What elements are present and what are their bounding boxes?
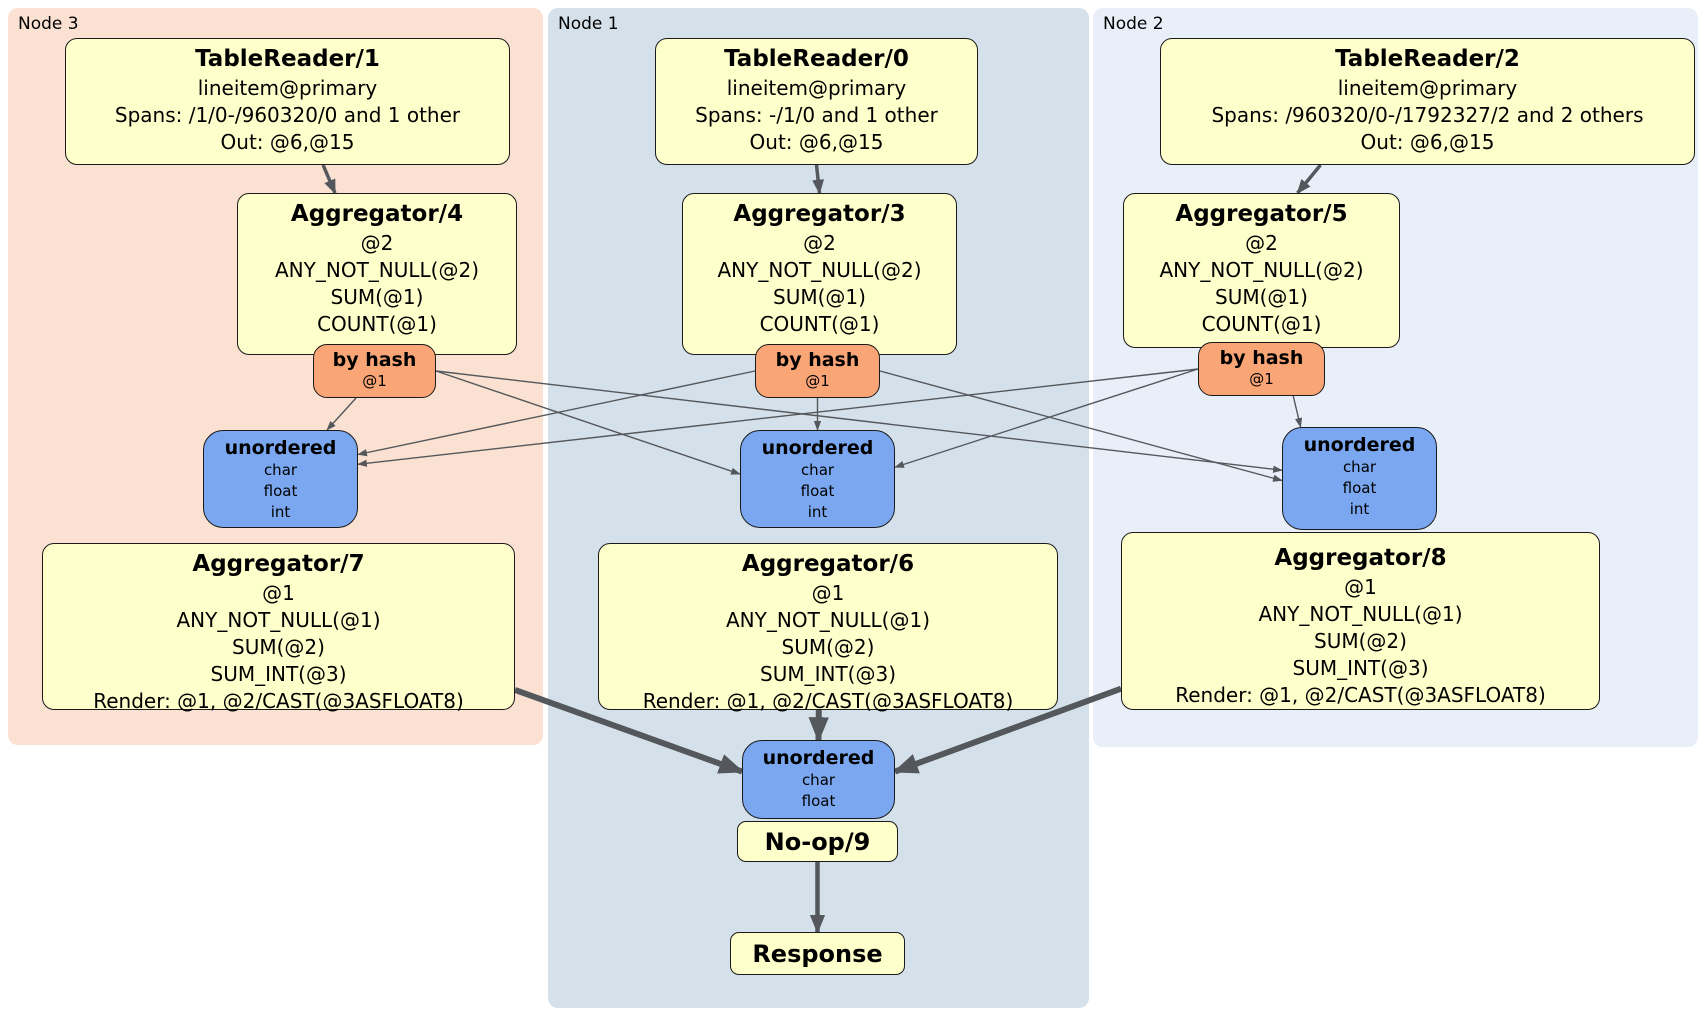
router-by-hash-3: by hash @1 (755, 344, 880, 398)
sync-column-type: float (800, 482, 835, 500)
processor-detail-line: ANY_NOT_NULL(@1) (726, 608, 930, 632)
processor-detail-line: COUNT(@1) (317, 312, 437, 336)
processor-detail-line: Spans: -/1/0 and 1 other (695, 103, 938, 127)
processor-title: TableReader/1 (195, 46, 380, 72)
sync-title: unordered (762, 747, 875, 769)
processor-detail-line: lineitem@primary (726, 76, 907, 100)
processor-title: TableReader/0 (724, 46, 909, 72)
sync-unordered-8: unordered char float int (1282, 427, 1437, 530)
sync-column-type: int (1349, 500, 1370, 518)
sync-unordered-7: unordered char float int (203, 430, 358, 528)
processor-detail-line: Render: @1, @2/CAST(@3ASFLOAT8) (642, 689, 1014, 713)
sync-unordered-final: unordered char float (742, 740, 895, 819)
processor-aggregator-6: Aggregator/6 @1 ANY_NOT_NULL(@1) SUM(@2)… (598, 543, 1058, 713)
processor-detail-line: ANY_NOT_NULL(@2) (717, 258, 922, 282)
processor-detail-line: SUM(@2) (1314, 629, 1407, 653)
processor-detail-line: ANY_NOT_NULL(@2) (1159, 258, 1364, 282)
processor-aggregator-7: Aggregator/7 @1 ANY_NOT_NULL(@1) SUM(@2)… (42, 543, 515, 713)
processor-detail-line: SUM(@1) (773, 285, 866, 309)
processor-detail-line: Out: @6,@15 (220, 130, 355, 154)
processor-title: TableReader/2 (1335, 46, 1520, 72)
node-group-label: Node 1 (558, 14, 619, 34)
processor-detail-line: Spans: /960320/0-/1792327/2 and 2 others (1211, 103, 1644, 127)
router-by-hash-5: by hash @1 (1198, 342, 1325, 396)
processor-detail-line: Render: @1, @2/CAST(@3ASFLOAT8) (1175, 683, 1546, 707)
processor-detail-line: @2 (360, 231, 394, 255)
processor-detail-line: Render: @1, @2/CAST(@3ASFLOAT8) (93, 689, 464, 713)
processor-detail-line: SUM_INT(@3) (1292, 656, 1429, 680)
processor-detail-line: Spans: /1/0-/960320/0 and 1 other (114, 103, 461, 127)
sync-title: unordered (761, 437, 874, 459)
processor-title: Aggregator/4 (290, 201, 464, 227)
processor-detail-line: COUNT(@1) (1201, 312, 1322, 336)
processor-detail-line: SUM_INT(@3) (210, 662, 347, 686)
processor-tablereader-2: TableReader/2 lineitem@primary Spans: /9… (1160, 38, 1695, 165)
sync-column-type: int (270, 503, 291, 521)
processor-title: Aggregator/6 (741, 551, 915, 577)
processor-title: Aggregator/8 (1274, 545, 1447, 571)
processor-detail-line: lineitem@primary (197, 76, 378, 100)
processor-tablereader-1: TableReader/1 lineitem@primary Spans: /1… (65, 38, 510, 165)
sync-title: unordered (224, 437, 337, 459)
processor-detail-line: SUM_INT(@3) (760, 662, 896, 686)
sync-column-type: int (807, 503, 828, 521)
router-key: @1 (805, 372, 830, 390)
processor-detail-line: Out: @6,@15 (1360, 130, 1495, 154)
processor-title: Aggregator/3 (733, 201, 906, 227)
processor-detail-line: SUM(@1) (330, 285, 424, 309)
router-key: @1 (362, 372, 387, 390)
processor-title: Response (752, 939, 883, 968)
processor-detail-line: @1 (1344, 575, 1377, 599)
processor-detail-line: Out: @6,@15 (749, 130, 884, 154)
processor-aggregator-3: Aggregator/3 @2 ANY_NOT_NULL(@2) SUM(@1)… (682, 193, 957, 355)
processor-response: Response (730, 932, 905, 975)
node-group-label: Node 2 (1103, 14, 1164, 34)
processor-detail-line: lineitem@primary (1337, 76, 1518, 100)
processor-aggregator-5: Aggregator/5 @2 ANY_NOT_NULL(@2) SUM(@1)… (1123, 193, 1400, 348)
router-title: by hash (1219, 347, 1304, 369)
sync-column-type: char (800, 461, 835, 479)
router-key: @1 (1249, 370, 1274, 388)
processor-detail-line: SUM(@1) (1215, 285, 1308, 309)
processor-detail-line: COUNT(@1) (759, 312, 880, 336)
router-by-hash-4: by hash @1 (313, 344, 436, 398)
processor-title: No-op/9 (764, 827, 871, 856)
sync-column-type: float (1342, 479, 1377, 497)
processor-detail-line: @2 (1245, 231, 1278, 255)
sync-column-type: char (801, 771, 836, 789)
processor-detail-line: ANY_NOT_NULL(@1) (176, 608, 381, 632)
sync-unordered-6: unordered char float int (740, 430, 895, 528)
processor-aggregator-8: Aggregator/8 @1 ANY_NOT_NULL(@1) SUM(@2)… (1121, 532, 1600, 710)
processor-title: Aggregator/5 (1175, 201, 1348, 227)
router-title: by hash (332, 349, 417, 371)
sync-column-type: float (263, 482, 298, 500)
processor-detail-line: SUM(@2) (232, 635, 325, 659)
processor-aggregator-4: Aggregator/4 @2 ANY_NOT_NULL(@2) SUM(@1)… (237, 193, 517, 355)
sync-column-type: float (801, 792, 836, 810)
processor-tablereader-0: TableReader/0 lineitem@primary Spans: -/… (655, 38, 978, 165)
processor-detail-line: ANY_NOT_NULL(@2) (275, 258, 479, 282)
sync-title: unordered (1303, 434, 1416, 456)
node-group-label: Node 3 (18, 14, 79, 34)
router-title: by hash (775, 349, 860, 371)
sync-column-type: char (1342, 458, 1377, 476)
processor-detail-line: @1 (262, 581, 295, 605)
sync-column-type: char (263, 461, 298, 479)
processor-detail-line: @1 (811, 581, 845, 605)
processor-detail-line: ANY_NOT_NULL(@1) (1258, 602, 1463, 626)
processor-noop-9: No-op/9 (737, 821, 898, 862)
processor-title: Aggregator/7 (192, 551, 365, 577)
processor-detail-line: SUM(@2) (781, 635, 875, 659)
processor-detail-line: @2 (803, 231, 836, 255)
